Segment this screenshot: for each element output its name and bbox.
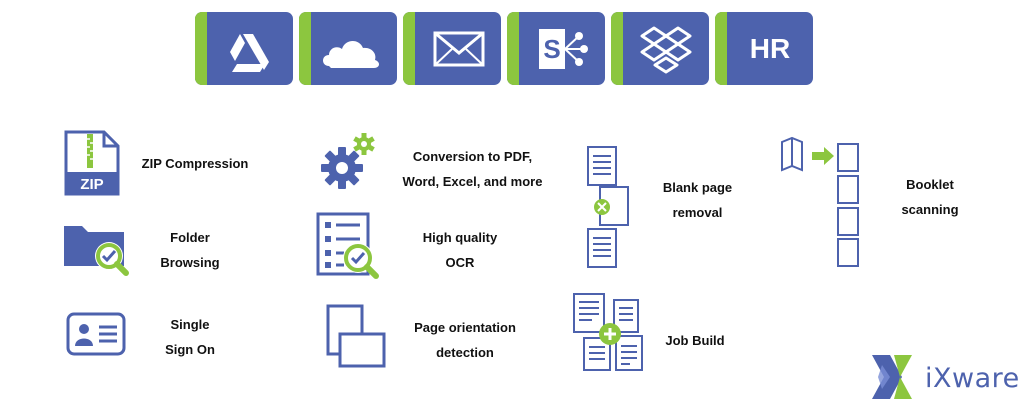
ocr-checklist-icon bbox=[316, 212, 379, 279]
folder-browsing-label: Folder Browsing bbox=[160, 230, 220, 270]
ixware-logo-icon bbox=[872, 355, 912, 399]
folder-browse-icon bbox=[64, 226, 129, 276]
zip-compression-label: ZIP Compression bbox=[141, 156, 249, 171]
page-orientation-icon bbox=[326, 304, 386, 368]
google-drive-tile[interactable] bbox=[195, 12, 293, 85]
dropbox-tile[interactable] bbox=[611, 12, 709, 85]
id-card-icon bbox=[66, 312, 126, 356]
dropbox-icon bbox=[640, 26, 692, 74]
hr-icon: HR bbox=[749, 32, 791, 64]
booklet-scanning-icon bbox=[781, 136, 859, 267]
conversion-label: Conversion to PDF, Word, Excel, and more bbox=[402, 149, 543, 189]
ixware-brand-name: iXware bbox=[925, 363, 1020, 394]
tile-accent-stripe bbox=[507, 12, 519, 85]
tile-accent-stripe bbox=[611, 12, 623, 85]
onedrive-cloud-icon bbox=[323, 40, 380, 68]
tile-accent-stripe bbox=[715, 12, 727, 85]
sharepoint-icon: S bbox=[539, 29, 588, 69]
email-envelope-icon bbox=[433, 31, 485, 67]
hr-tile[interactable]: HR bbox=[715, 12, 813, 85]
page-orientation-label: Page orientation detection bbox=[414, 320, 516, 360]
single-sign-on-label: Single Sign On bbox=[165, 317, 215, 357]
ocr-label: High quality OCR bbox=[422, 230, 498, 270]
onedrive-tile[interactable] bbox=[299, 12, 397, 85]
blank-page-removal-label: Blank page removal bbox=[662, 180, 733, 220]
job-build-icon bbox=[573, 293, 643, 371]
job-build-label: Job Build bbox=[665, 333, 725, 348]
tile-accent-stripe bbox=[403, 12, 415, 85]
google-drive-icon bbox=[230, 34, 269, 72]
sharepoint-tile[interactable]: S bbox=[507, 12, 605, 85]
booklet-scanning-label: Booklet scanning bbox=[901, 177, 959, 217]
email-tile[interactable] bbox=[403, 12, 501, 85]
blank-page-removal-icon bbox=[587, 146, 629, 268]
svg-text:ZIP: ZIP bbox=[80, 176, 103, 193]
zip-file-icon: ZIP bbox=[64, 130, 120, 196]
gear-icon bbox=[321, 133, 375, 189]
tile-accent-stripe bbox=[299, 12, 311, 85]
tile-accent-stripe bbox=[195, 12, 207, 85]
svg-text:S: S bbox=[543, 34, 560, 64]
